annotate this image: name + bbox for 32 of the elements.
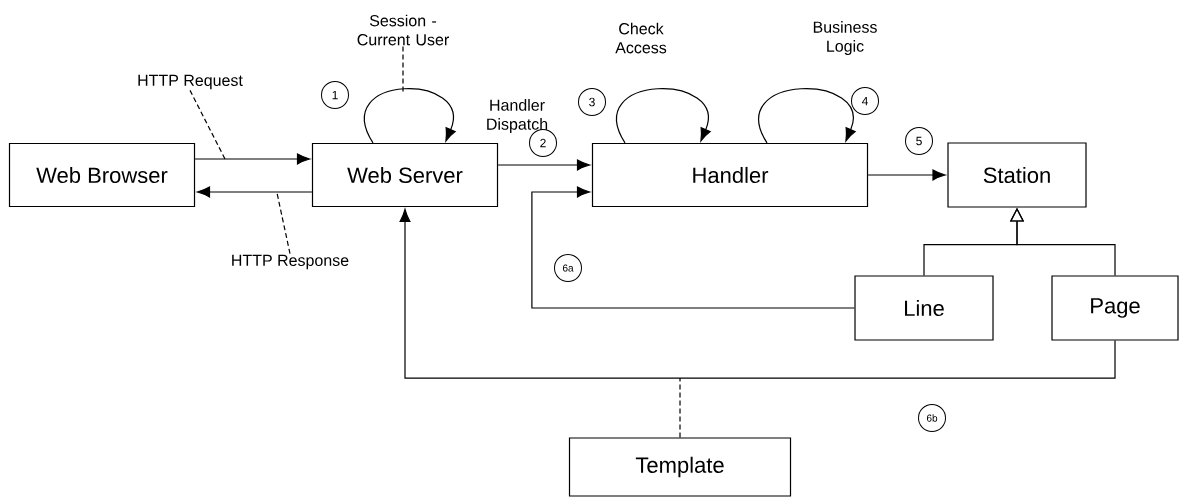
annotation-text: Session - Current User (357, 14, 449, 46)
annotation-text: Business Logic (813, 21, 877, 55)
annotation-text: Check Access (615, 22, 667, 54)
leader-line (402, 46, 404, 93)
component-box: Station (947, 142, 1087, 208)
annotation-text: HTTP Request (138, 74, 243, 90)
step-number: 4 (851, 87, 879, 115)
component-box: Template (568, 437, 792, 497)
component-box: Web Browser (8, 142, 196, 208)
arrow (399, 208, 1116, 379)
loop-arrow (364, 88, 456, 144)
arrow (531, 186, 855, 309)
loop-arrow (616, 88, 711, 144)
arrow (196, 186, 313, 198)
step-number: 3 (578, 88, 606, 116)
step-number: 5 (905, 127, 933, 155)
leader-line (679, 377, 681, 438)
loop-arrow (758, 88, 856, 144)
arrow (497, 159, 591, 171)
step-number: 6b (918, 404, 946, 432)
component-box: Handler (591, 142, 869, 208)
arrow (194, 153, 311, 165)
leader-line (189, 89, 226, 160)
step-number: 6a (554, 254, 582, 282)
component-box: Web Server (311, 142, 499, 208)
component-box: Page (1051, 275, 1179, 341)
step-number: 1 (321, 81, 349, 109)
annotation-text: HTTP Response (232, 254, 349, 270)
step-number: 2 (529, 129, 557, 157)
component-box: Line (854, 275, 994, 341)
leader-line (276, 192, 291, 255)
arrow (867, 169, 946, 181)
